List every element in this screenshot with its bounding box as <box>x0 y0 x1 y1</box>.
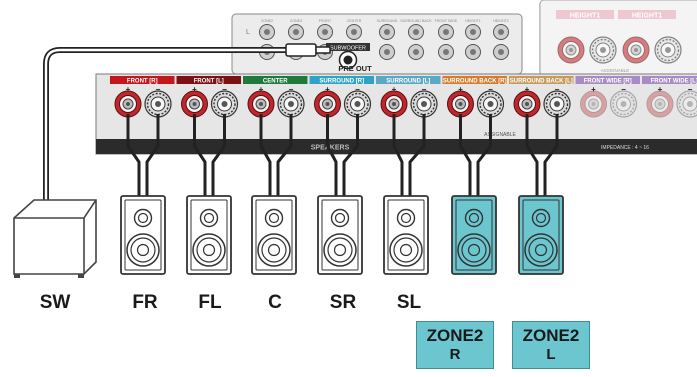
minus-sign: − <box>488 85 493 94</box>
speaker-terminal-panel: SPEAKERS IMPEDANCE : 4 ~ 16 ASSIGNABLE F… <box>96 74 697 154</box>
device-label-sr: SR <box>313 292 373 314</box>
positive-terminal <box>182 91 208 117</box>
minus-sign: − <box>156 85 161 94</box>
zone2-l-line1: ZONE2 <box>513 326 589 346</box>
negative-terminal <box>544 91 570 117</box>
speaker <box>187 196 231 274</box>
pre-out-left-mark: L <box>246 29 250 36</box>
height-panel: HEIGHT1 HEIGHT1 ASSIGNABLE <box>540 0 697 76</box>
negative-terminal <box>145 91 171 117</box>
plus-sign: + <box>591 85 596 94</box>
subwoofer-unit <box>14 200 96 278</box>
device-label-fl: FL <box>180 292 240 314</box>
rca-plug-icon <box>286 44 316 56</box>
impedance-label: IMPEDANCE : 4 ~ 16 <box>601 145 649 151</box>
minus-sign: − <box>688 85 693 94</box>
minus-sign: − <box>621 85 626 94</box>
positive-terminal <box>581 91 607 117</box>
positive-terminal <box>448 91 474 117</box>
plus-sign: + <box>192 85 197 94</box>
minus-sign: − <box>222 85 227 94</box>
preout-jack-label: ZONE2 <box>261 19 273 23</box>
negative-terminal <box>345 91 371 117</box>
positive-terminal <box>514 91 540 117</box>
minus-sign: − <box>422 85 427 94</box>
preout-jack-label: FRONT <box>319 19 332 23</box>
negative-terminal <box>278 91 304 117</box>
preout-jack-label: HEIGHT2 <box>493 19 509 23</box>
speaker <box>384 196 428 274</box>
plus-sign: + <box>525 85 530 94</box>
group-header-label: SURROUND [R] <box>319 79 364 85</box>
preout-jack-label: CENTER <box>347 19 362 23</box>
group-header-label: FRONT WIDE [L] <box>651 79 697 85</box>
group-header-label: SURROUND BACK [R] <box>443 79 507 85</box>
device-label-sw: SW <box>25 292 85 314</box>
speaker <box>252 196 296 274</box>
preout-jack-label: FRONT WIDE <box>435 19 458 23</box>
speaker <box>121 196 165 274</box>
zone2-r-badge: ZONE2 R <box>416 321 494 369</box>
positive-terminal <box>381 91 407 117</box>
positive-terminal <box>248 91 274 117</box>
group-header-label: SURROUND [L] <box>386 79 430 85</box>
zone2-l-badge: ZONE2 L <box>512 321 590 369</box>
preout-jack-label: HEIGHT1 <box>465 19 481 23</box>
positive-terminal <box>315 91 341 117</box>
negative-terminal <box>411 91 437 117</box>
group-header-label: SURROUND BACK [L] <box>510 79 573 85</box>
plus-sign: + <box>325 85 330 94</box>
positive-terminal <box>647 91 673 117</box>
minus-sign: − <box>355 85 360 94</box>
group-header-label: FRONT [R] <box>127 79 158 85</box>
pre-out-label: PRE OUT <box>338 64 372 73</box>
plus-sign: + <box>458 85 463 94</box>
minus-sign: − <box>555 85 560 94</box>
group-header-label: CENTER <box>263 79 288 85</box>
zone-speaker <box>519 196 563 274</box>
height-assignable: ASSIGNABLE <box>601 68 630 73</box>
speaker-row <box>121 196 563 274</box>
zone2-r-line1: ZONE2 <box>417 326 493 346</box>
subwoofer-label: SUBWOOFER <box>330 46 366 52</box>
zone-speaker <box>452 196 496 274</box>
speaker <box>318 196 362 274</box>
negative-terminal <box>212 91 238 117</box>
preout-jack-label: SURROUND <box>377 19 398 23</box>
device-label-fr: FR <box>115 292 175 314</box>
negative-terminal <box>611 91 637 117</box>
device-label-c: C <box>245 292 305 314</box>
negative-terminal <box>478 91 504 117</box>
plus-sign: + <box>126 85 131 94</box>
device-label-sl: SL <box>379 292 439 314</box>
plus-sign: + <box>392 85 397 94</box>
preout-jack-label: ZONE3 <box>290 19 302 23</box>
zone2-r-line2: R <box>417 346 493 364</box>
plus-sign: + <box>658 85 663 94</box>
minus-sign: − <box>289 85 294 94</box>
negative-terminal <box>677 91 697 117</box>
preout-jack-label: SURROUND BACK <box>400 19 432 23</box>
positive-terminal <box>115 91 141 117</box>
zone2-l-line2: L <box>513 346 589 364</box>
group-header-label: FRONT [L] <box>194 79 224 85</box>
plus-sign: + <box>259 85 264 94</box>
group-header-label: FRONT WIDE [R] <box>584 79 632 85</box>
